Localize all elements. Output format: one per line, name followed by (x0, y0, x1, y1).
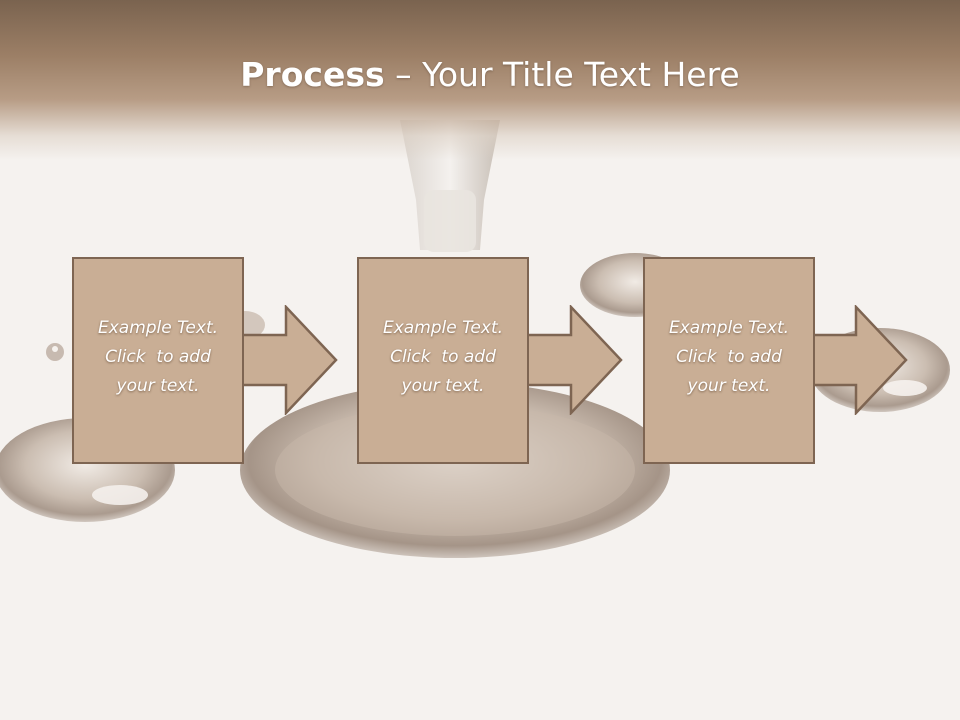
step-text-line: Example Text. (382, 318, 504, 338)
header-band (0, 0, 960, 160)
process-step-box[interactable]: Example Text. Click to add your text. (357, 257, 529, 464)
step-text-line: Example Text. (97, 318, 219, 338)
step-text: Example Text. Click to add your text. (645, 314, 813, 401)
slide-title[interactable]: Process – Your Title Text Here (0, 52, 960, 98)
arrow-right-icon (242, 305, 338, 415)
title-bold: Process (240, 55, 385, 94)
step-text-line: your text. (401, 376, 485, 396)
step-text-line: Example Text. (668, 318, 790, 338)
arrow-right-icon (812, 305, 908, 415)
step-text: Example Text. Click to add your text. (74, 314, 242, 401)
step-text-line: Click to add (105, 347, 211, 367)
step-text-line: Click to add (390, 347, 496, 367)
step-text: Example Text. Click to add your text. (359, 314, 527, 401)
step-text-line: your text. (687, 376, 771, 396)
arrow-right-icon (527, 305, 623, 415)
title-rest: – Your Title Text Here (384, 55, 740, 94)
process-step-box[interactable]: Example Text. Click to add your text. (72, 257, 244, 464)
process-step-box[interactable]: Example Text. Click to add your text. (643, 257, 815, 464)
step-text-line: your text. (116, 376, 200, 396)
step-text-line: Click to add (676, 347, 782, 367)
